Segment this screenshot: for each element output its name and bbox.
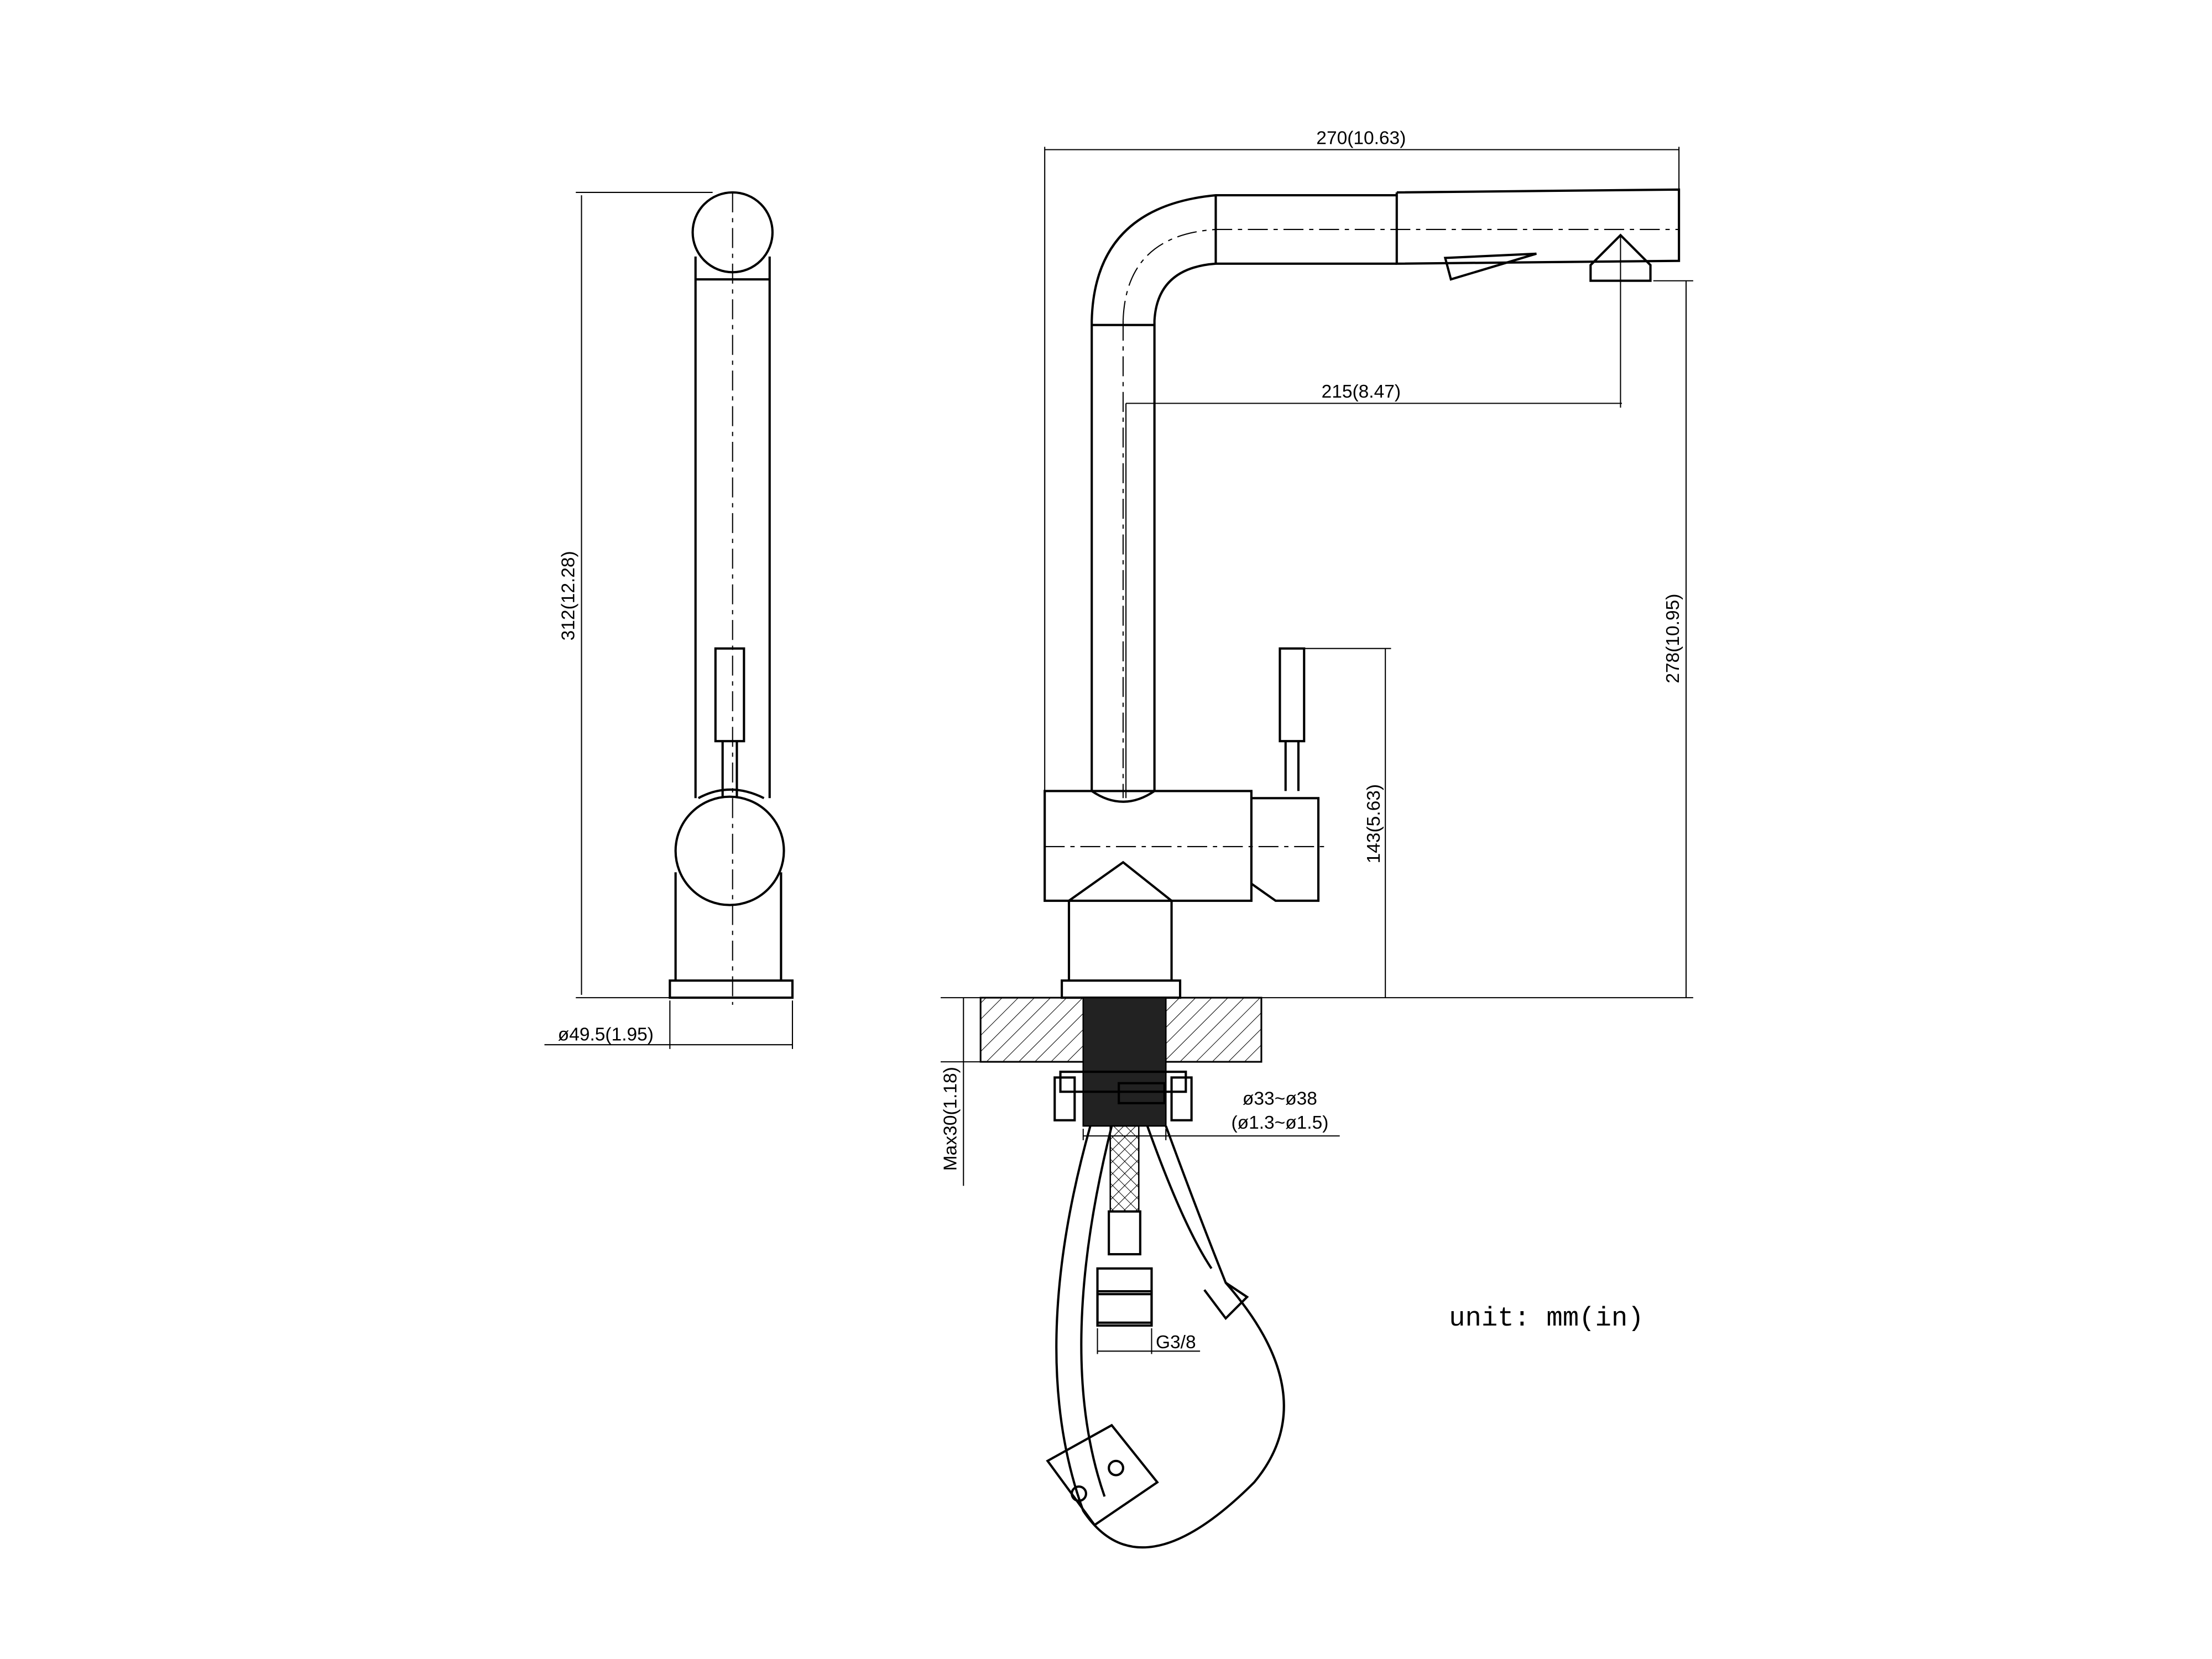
side-view xyxy=(544,191,794,1049)
front-view xyxy=(941,147,1693,1549)
dim-base-diameter: ø49.5(1.95) xyxy=(558,1024,654,1045)
dim-handle-height: 143(5.63) xyxy=(1364,784,1384,863)
dim-connection: G3/8 xyxy=(1156,1332,1196,1353)
dim-hole-mm: ø33~ø38 xyxy=(1243,1088,1317,1109)
dim-spout-length: 270(10.63) xyxy=(1316,128,1406,148)
dim-max-thickness: Max30(1.18) xyxy=(940,1067,961,1171)
dim-total-height: 312(12.28) xyxy=(559,551,579,640)
dim-reach: 215(8.47) xyxy=(1322,382,1401,402)
dim-hole-in: (ø1.3~ø1.5) xyxy=(1231,1113,1328,1133)
dim-spout-height: 278(10.95) xyxy=(1663,594,1683,684)
unit-note: unit: mm(in) xyxy=(1449,1303,1644,1334)
